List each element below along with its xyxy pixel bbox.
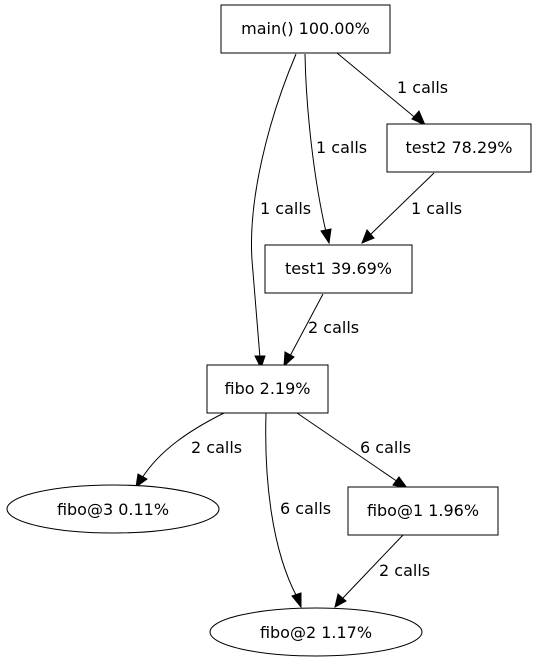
node-fibo2[interactable]: fibo@2 1.17%: [209, 607, 423, 657]
edge-label-main-fibo: 1 calls: [260, 199, 311, 218]
node-label-fibo: fibo 2.19%: [225, 379, 311, 398]
edge-label-test2-test1: 1 calls: [411, 199, 462, 218]
edge-test1-fibo: 2 calls: [283, 293, 359, 368]
edge-test2-test1: 1 calls: [361, 172, 462, 244]
edge-label-fibo1-fibo2: 2 calls: [379, 561, 430, 580]
edge-fibo-fibo1: 6 calls: [296, 412, 411, 489]
edge-label-test1-fibo: 2 calls: [308, 318, 359, 337]
node-fibo[interactable]: fibo 2.19%: [206, 364, 329, 414]
edge-label-main-test1: 1 calls: [316, 138, 367, 157]
node-label-fibo3: fibo@3 0.11%: [57, 500, 169, 519]
node-label-fibo2: fibo@2 1.17%: [260, 623, 372, 642]
node-main[interactable]: main() 100.00%: [220, 4, 391, 54]
edge-label-fibo-fibo1: 6 calls: [360, 438, 411, 457]
edge-main-test2: 1 calls: [336, 52, 448, 126]
node-label-fibo1: fibo@1 1.96%: [367, 501, 479, 520]
node-label-test2: test2 78.29%: [406, 138, 513, 157]
edge-main-test1: 1 calls: [304, 53, 367, 245]
edge-label-main-test2: 1 calls: [397, 78, 448, 97]
edge-label-fibo-fibo3: 2 calls: [191, 438, 242, 457]
node-test1[interactable]: test1 39.69%: [264, 244, 413, 294]
node-fibo3[interactable]: fibo@3 0.11%: [6, 484, 220, 534]
edge-fibo1-fibo2: 2 calls: [334, 534, 430, 608]
edge-main-fibo: 1 calls: [251, 53, 311, 370]
edge-fibo-fibo3: 2 calls: [135, 412, 242, 489]
node-fibo1[interactable]: fibo@1 1.96%: [347, 486, 499, 536]
edge-label-fibo-fibo2: 6 calls: [280, 499, 331, 518]
node-label-test1: test1 39.69%: [285, 259, 392, 278]
edge-fibo-fibo2: 6 calls: [265, 412, 331, 609]
node-label-main: main() 100.00%: [241, 19, 370, 38]
node-test2[interactable]: test2 78.29%: [386, 123, 532, 173]
